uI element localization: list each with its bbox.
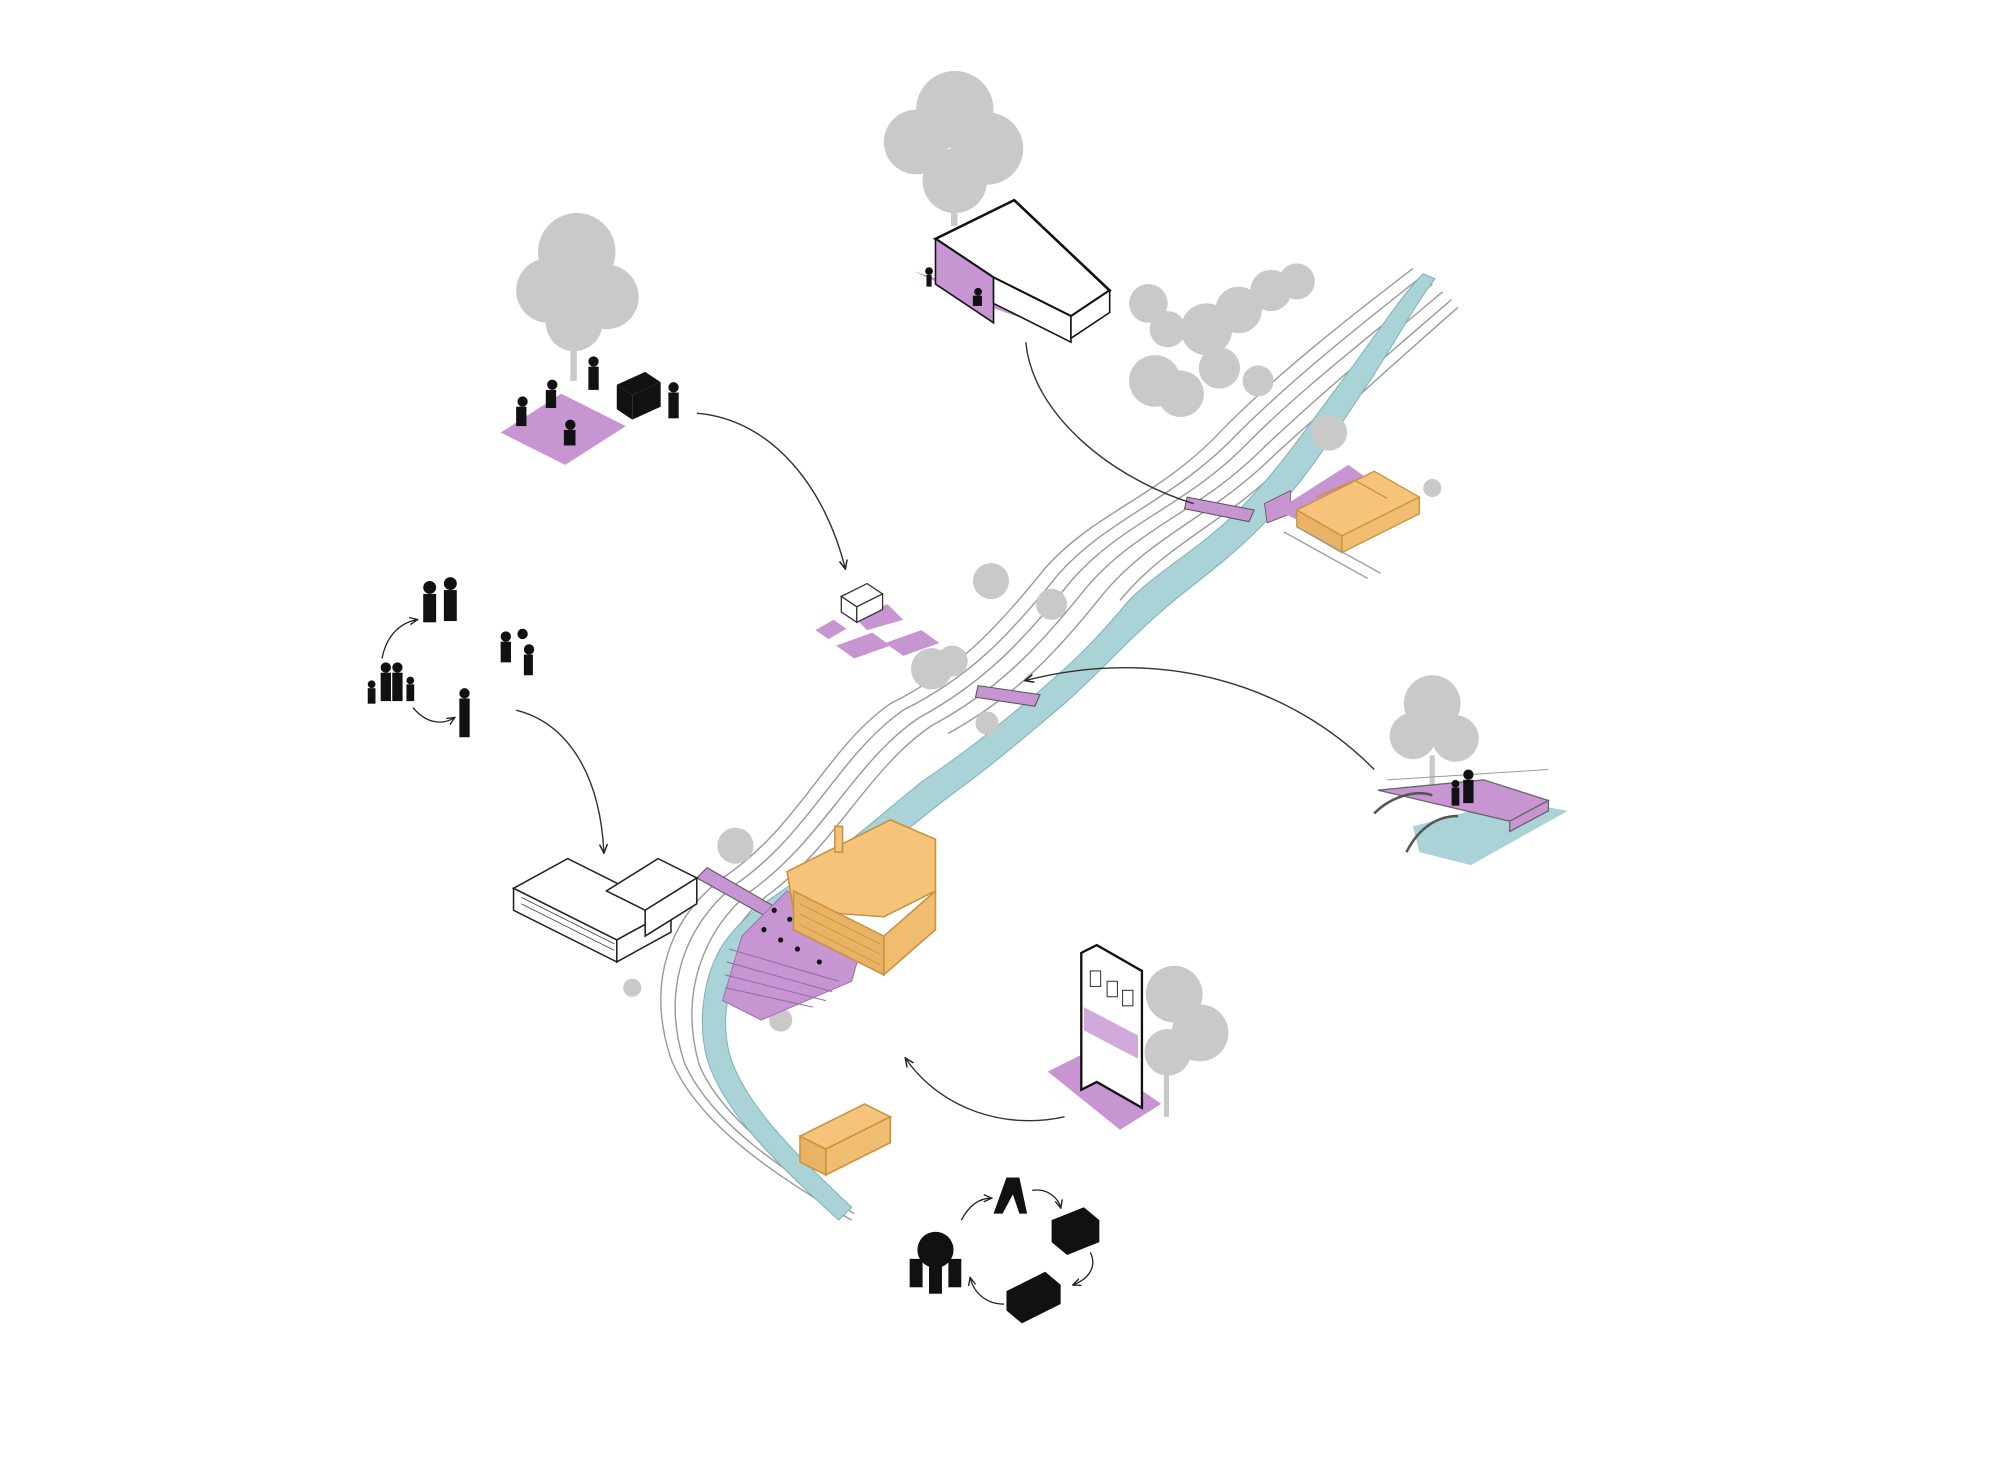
footbridge-icon — [1373, 769, 1551, 853]
heritage-building-upper — [1295, 470, 1421, 554]
vignette-social-groups — [367, 577, 535, 738]
tree-icon — [1389, 675, 1479, 792]
tree-icon — [1144, 965, 1229, 1117]
people-gardening-icon — [516, 356, 679, 446]
vignette-market-hall — [883, 71, 1112, 344]
garden-plots — [815, 582, 940, 659]
white-residential-block — [511, 857, 699, 964]
river-corridor — [511, 263, 1459, 1221]
townhouse-icon — [1080, 943, 1144, 1110]
corridor-trees — [623, 263, 1442, 1032]
vignette-community-garden — [500, 213, 679, 465]
tree-icon — [516, 213, 639, 381]
upper-road — [1283, 526, 1381, 580]
connector-arrows — [515, 342, 1375, 1122]
shopfront-to-plaza-arrow — [906, 1059, 1065, 1122]
bridge-to-river-arrow — [1026, 666, 1375, 771]
lower-bridge — [695, 867, 775, 918]
hall-to-plaza-arrow — [1025, 342, 1194, 505]
garden-to-plots-arrow — [696, 412, 845, 568]
vignette-shopfront — [1047, 943, 1229, 1130]
vignette-street-furniture — [909, 1177, 1100, 1324]
groups-to-block-arrow — [515, 709, 604, 852]
vignette-river-bridge — [1373, 675, 1568, 866]
families-icon — [367, 577, 535, 738]
heritage-mill — [786, 819, 937, 977]
tree-icon — [883, 71, 1024, 226]
heritage-building-lower — [798, 1103, 893, 1177]
middle-bridge — [974, 685, 1041, 707]
upper-bridge — [1183, 490, 1291, 524]
open-pavilion-icon — [913, 198, 1112, 344]
furniture-cycle-icon — [909, 1177, 1100, 1324]
